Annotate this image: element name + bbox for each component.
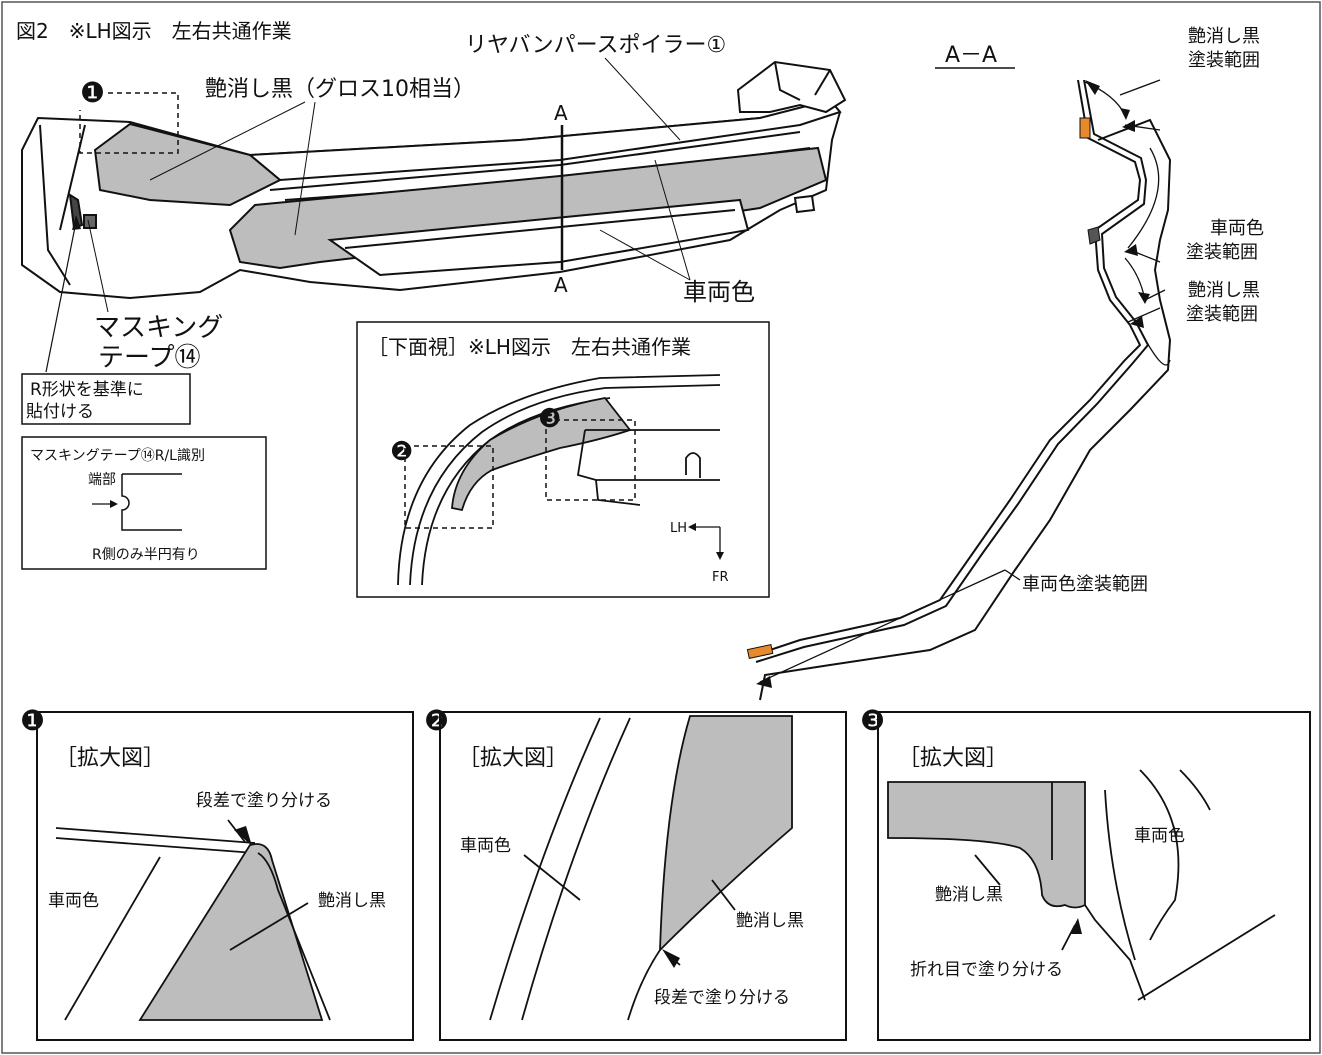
bottom-view-drawing xyxy=(397,374,721,586)
detail-3-title: ［拡大図］ xyxy=(898,746,1008,771)
detail-2-title: ［拡大図］ xyxy=(458,746,568,771)
r-shape-callout xyxy=(21,373,191,425)
detail-3-arrowhead xyxy=(1070,918,1082,934)
section-vcolor-1-l1: 車両色 xyxy=(1210,218,1264,239)
section-black-2-l2: 塗装範囲 xyxy=(1186,303,1258,325)
detail-2-drawing xyxy=(489,715,793,1021)
figure-title: 図2 ※LH図示 左右共通作業 xyxy=(16,19,292,43)
detail-2-marker: ❷ xyxy=(424,704,449,737)
r-shape-line2: 貼付ける xyxy=(26,402,94,422)
spoiler-drawing xyxy=(21,60,847,300)
section-black-1-l2: 塗装範囲 xyxy=(1188,49,1260,71)
detail-3-box xyxy=(545,419,636,501)
bottom-view-title: ［下面視］※LH図示 左右共通作業 xyxy=(368,335,691,359)
detail-3-marker: ❸ xyxy=(860,704,885,737)
section-a-bottom: A xyxy=(554,273,568,297)
tape-bottom xyxy=(746,643,774,659)
detail-2-box xyxy=(404,445,494,529)
vehicle-color-label: 車両色 xyxy=(683,278,755,306)
dir-fr: FR xyxy=(712,570,729,585)
section-black-2-l1: 艶消し黒 xyxy=(1188,280,1260,301)
section-clip xyxy=(1087,226,1101,245)
matte-black-label: 艶消し黒（グロス10相当） xyxy=(205,77,475,102)
bottom-view-box xyxy=(356,321,770,598)
marker-1: ❶ xyxy=(80,76,105,109)
detail-1-box xyxy=(79,92,179,154)
detail-1-step-note: 段差で塗り分ける xyxy=(196,790,332,811)
detail-1-right-label: 艶消し黒 xyxy=(318,891,386,911)
detail-panel-3 xyxy=(877,711,1311,1041)
detail-3-right-label: 車両色 xyxy=(1134,826,1185,846)
tape-top xyxy=(1079,117,1091,139)
section-a-top: A xyxy=(554,101,568,125)
detail-3-drawing xyxy=(887,769,1276,1001)
tape-id-note: R側のみ半円有り xyxy=(92,547,200,563)
section-view-title: A－A xyxy=(945,43,997,68)
r-shape-arrow xyxy=(45,221,77,373)
detail-2-step-note: 段差で塗り分ける xyxy=(654,987,790,1008)
marker-3: ❸ xyxy=(538,404,561,434)
detail-1-marker: ❶ xyxy=(20,704,45,737)
detail-1-left-label: 車両色 xyxy=(48,891,99,911)
tape-id-arrowhead xyxy=(110,500,118,508)
section-vcolor-1-l2: 塗装範囲 xyxy=(1186,241,1258,263)
r-shape-arrowhead xyxy=(72,215,81,230)
section-vcolor-2: 車両色塗装範囲 xyxy=(1022,573,1148,595)
dir-arrowheads xyxy=(688,523,724,560)
tape-id-end: 端部 xyxy=(88,472,116,488)
dir-lh: LH xyxy=(670,521,687,536)
detail-2-arrowhead xyxy=(662,949,680,968)
section-black-1-l1: 艶消し黒 xyxy=(1188,26,1260,47)
r-shape-line1: R形状を基準に xyxy=(30,380,144,400)
masking-tape-label-1: マスキング xyxy=(94,313,223,343)
masking-tape-label-2: テープ⑭ xyxy=(98,343,200,373)
spoiler-label: リヤバンパースポイラー① xyxy=(465,33,726,58)
main-leader-lines xyxy=(87,57,691,313)
tape-id-box xyxy=(21,436,267,570)
tape-id-shape xyxy=(121,473,182,531)
detail-3-left-label: 艶消し黒 xyxy=(935,885,1003,905)
detail-3-fold-note: 折れ目で塗り分ける xyxy=(910,959,1063,980)
detail-2-left-label: 車両色 xyxy=(460,836,511,856)
detail-2-right-label: 艶消し黒 xyxy=(736,911,804,931)
detail-1-arrowhead xyxy=(234,826,252,846)
detail-1-title: ［拡大図］ xyxy=(55,746,165,771)
tape-id-title: マスキングテープ⑭R/L識別 xyxy=(30,448,205,464)
detail-1-drawing xyxy=(55,819,331,1021)
marker-2: ❷ xyxy=(390,437,413,467)
